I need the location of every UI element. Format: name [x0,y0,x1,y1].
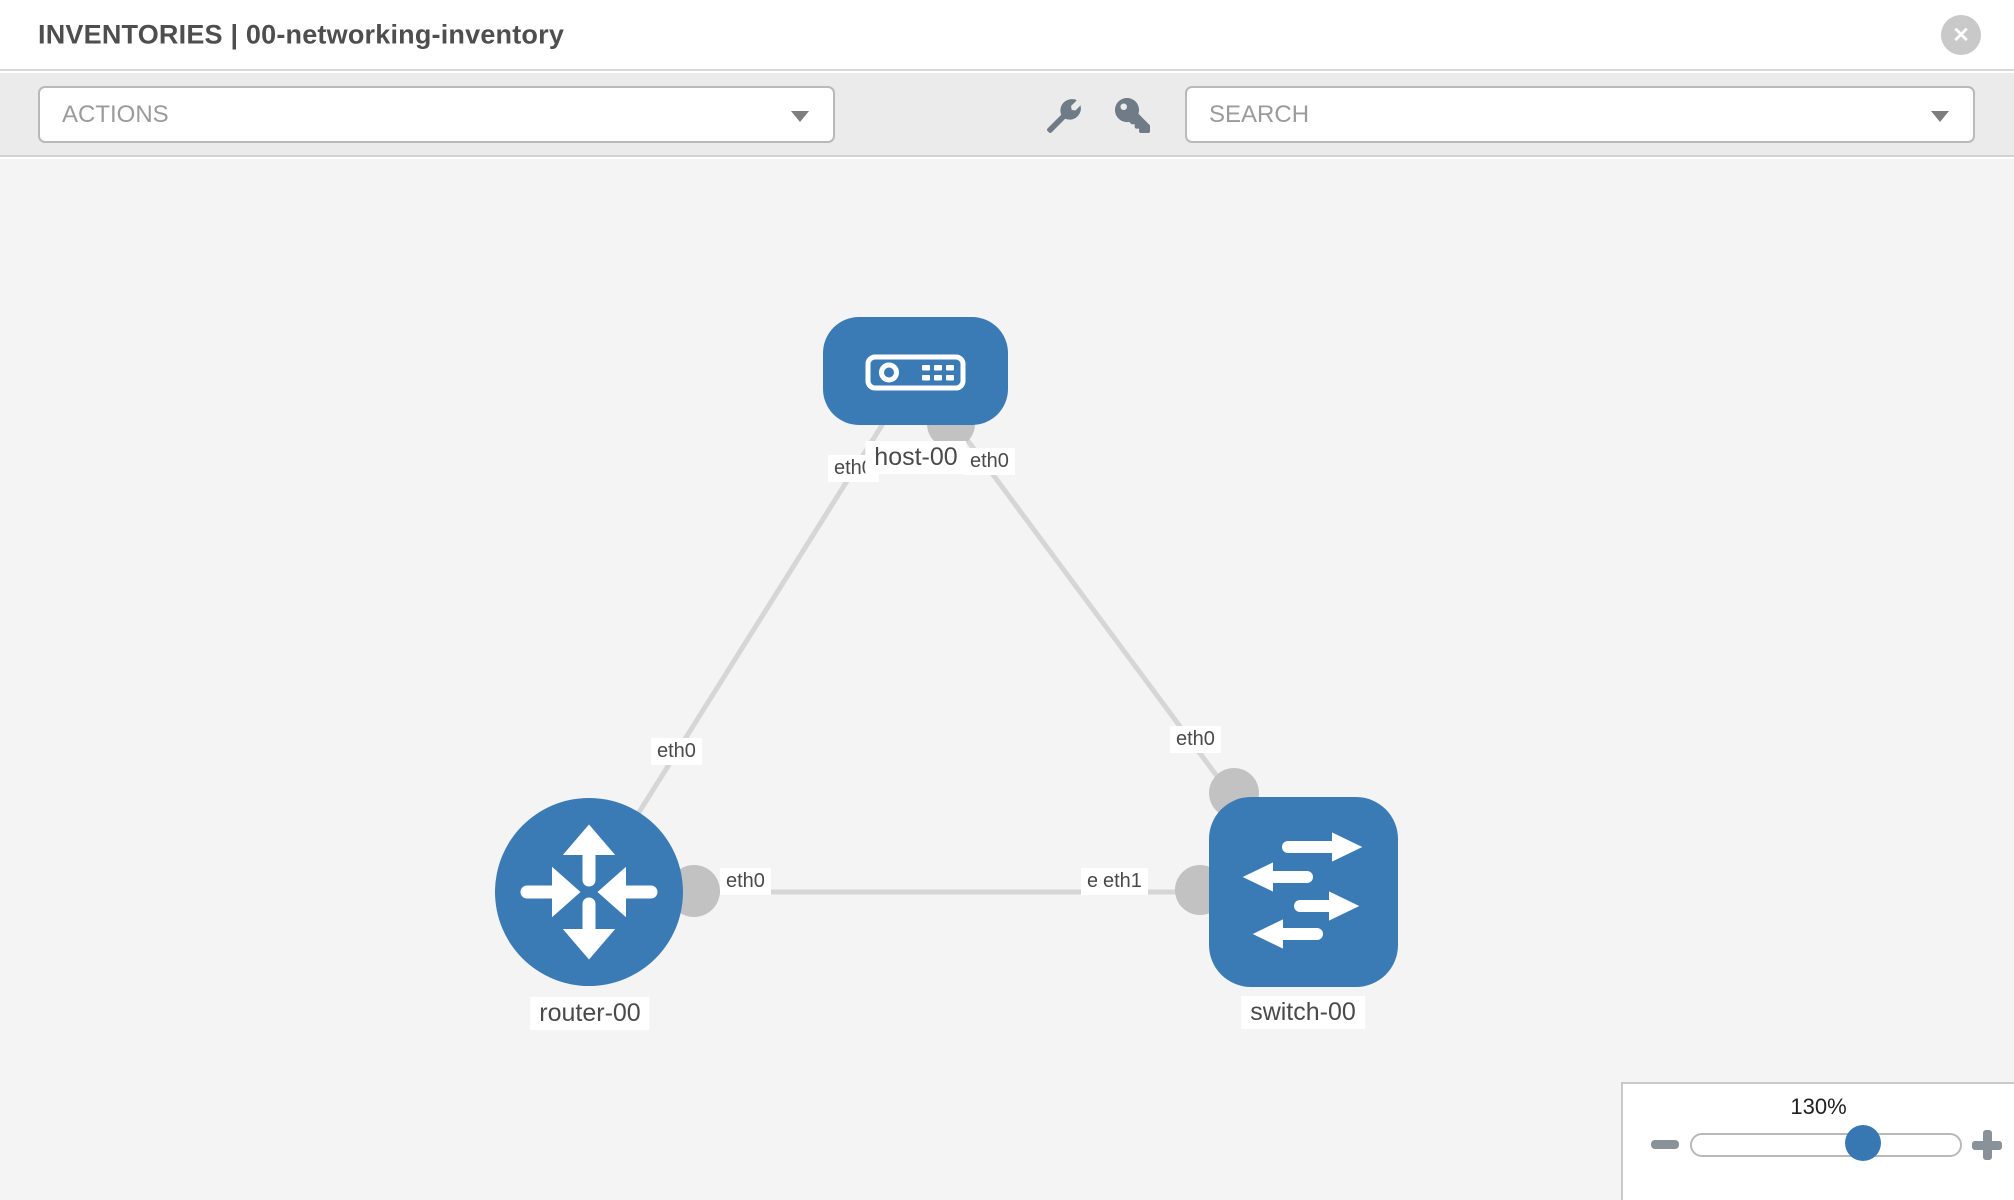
interface-label: eth0 [964,448,1015,475]
node-router-00[interactable] [495,798,683,986]
interface-label: eth1 [1097,868,1148,895]
wrench-icon [1046,98,1082,133]
actions-dropdown-label: ACTIONS [62,100,169,128]
key-icon [1114,97,1150,133]
node-host-00[interactable] [823,317,1008,425]
toolbar: ACTIONS SEARCH [0,73,2014,157]
interface-label: eth0 [1170,726,1221,753]
search-dropdown[interactable]: SEARCH [1185,86,1975,143]
chevron-down-icon [791,110,809,122]
zoom-in-button[interactable] [1972,1130,2002,1160]
zoom-slider-track[interactable] [1690,1125,1962,1161]
zoom-out-button[interactable] [1651,1140,1679,1149]
configure-button[interactable] [1044,95,1084,135]
header-bar: INVENTORIES | 00-networking-inventory ✕ [0,0,2014,71]
interface-label: eth0 [720,868,771,895]
interface-label: eth0 [651,738,702,765]
chevron-down-icon [1931,110,1949,122]
switch-icon [1242,832,1363,949]
router-icon [520,824,658,960]
node-switch-00[interactable] [1209,797,1398,987]
close-button[interactable]: ✕ [1941,15,1981,55]
actions-dropdown[interactable]: ACTIONS [38,86,835,143]
zoom-level-value: 130% [1790,1094,1847,1119]
zoom-control-panel: 130% [1621,1082,2014,1200]
key-legend-button[interactable] [1112,95,1152,135]
close-icon: ✕ [1952,23,1970,47]
node-label-switch: switch-00 [1241,996,1365,1030]
page-title: INVENTORIES | 00-networking-inventory [38,19,565,49]
topology-canvas[interactable] [0,159,2014,1200]
zoom-slider-handle[interactable] [1845,1125,1881,1161]
host-icon [865,354,966,391]
node-label-router: router-00 [530,997,650,1031]
node-label-host: host-00 [865,441,967,475]
search-dropdown-label: SEARCH [1209,100,1310,128]
